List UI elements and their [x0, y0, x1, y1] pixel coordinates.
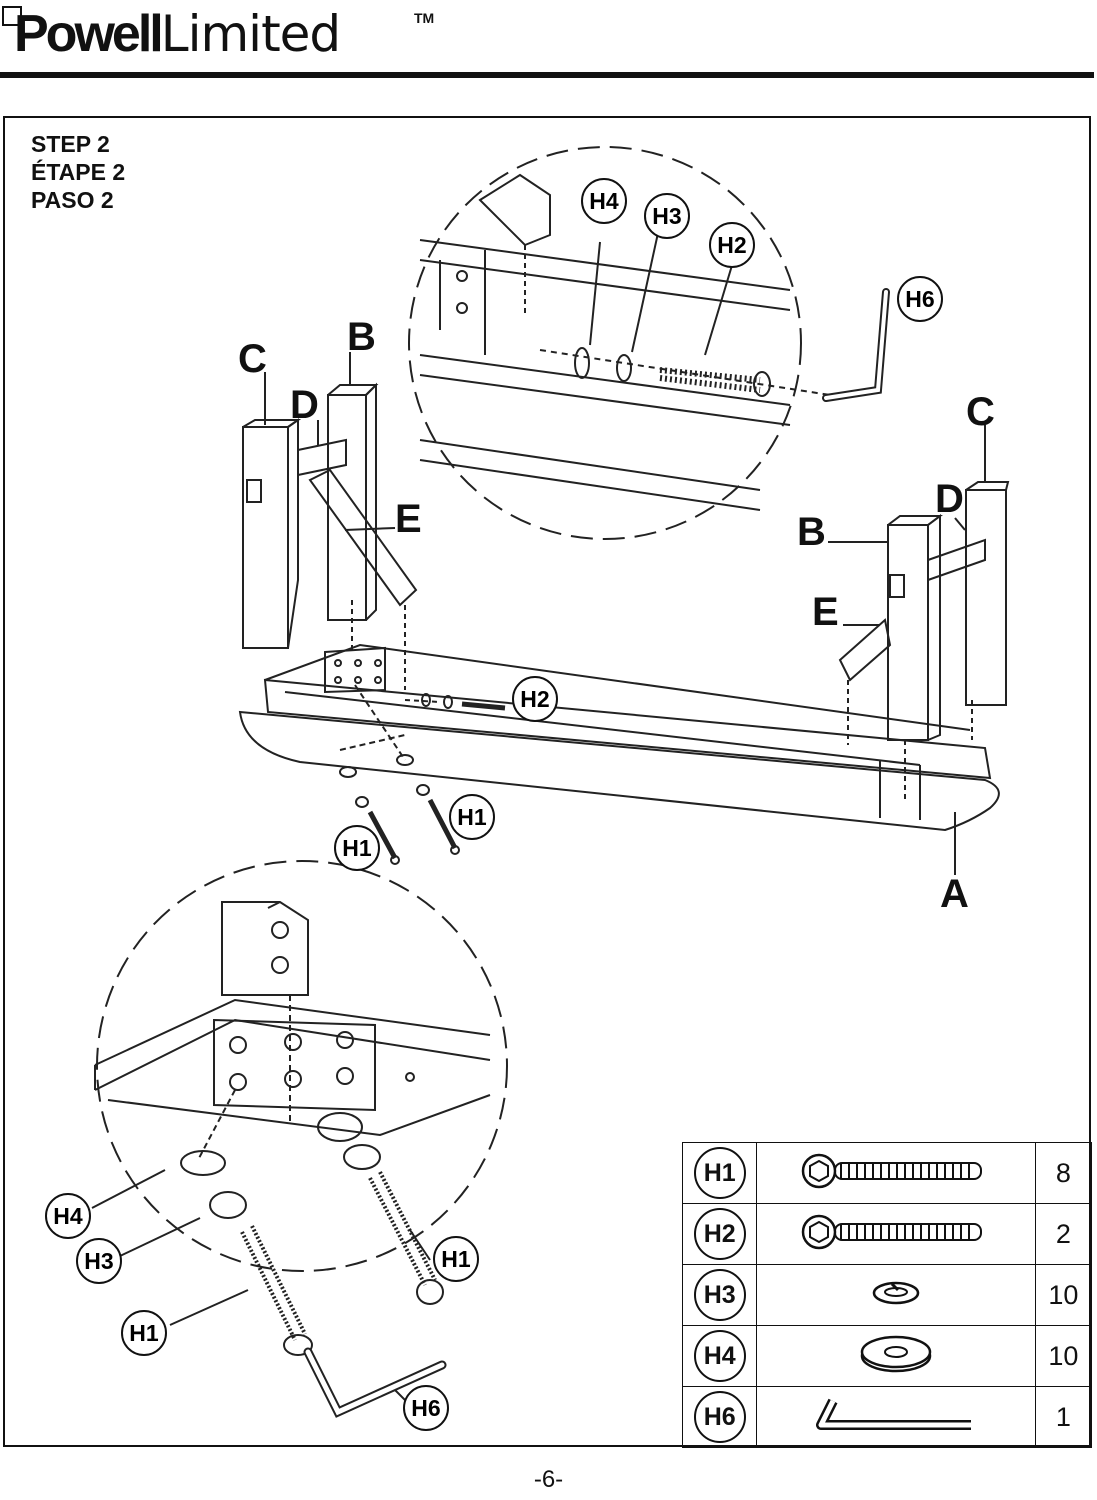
label-b-right: B [797, 510, 826, 554]
callout-h1-mid-right-text: H1 [457, 804, 487, 830]
brand-logo: PowellLimited [14, 2, 341, 66]
label-d-right: D [935, 477, 964, 521]
brand-light: Limited [160, 5, 341, 63]
callout-h1-mid-left: H1 [334, 825, 380, 871]
callout-h2-mid-text: H2 [520, 686, 549, 712]
callout-h2-top: H2 [709, 222, 755, 268]
callout-h1-mid-left-text: H1 [342, 835, 372, 861]
label-d-left: D [290, 383, 319, 427]
detail-top-frame [419, 173, 890, 511]
callout-h4-bottom-text: H4 [53, 1203, 83, 1229]
callout-h1-mid-right: H1 [449, 794, 495, 840]
part-qty: 1 [1034, 1386, 1093, 1448]
instruction-frame [3, 116, 1091, 1447]
part-code: H2 [693, 1208, 746, 1260]
detail-bottom-frame [91, 901, 491, 1418]
table-row: H6 1 [681, 1386, 1093, 1448]
part-qty: 8 [1034, 1142, 1093, 1204]
brand-bold: Powell [14, 5, 164, 63]
callout-h4-bottom: H4 [45, 1193, 91, 1239]
hardware-table: H1 8 H2 2 H3 10 H4 10 H6 1 [681, 1142, 1093, 1448]
callout-h6-top-text: H6 [905, 286, 934, 312]
callout-h2-top-text: H2 [717, 232, 746, 258]
table-row: H1 8 [681, 1142, 1093, 1204]
logo-square-icon [2, 6, 22, 26]
table-row: H4 10 [681, 1325, 1093, 1387]
part-code: H6 [693, 1391, 746, 1443]
label-b-left: B [347, 315, 376, 359]
trademark: TM [414, 10, 435, 26]
page-header: PowellLimited TM [0, 0, 1097, 80]
part-code: H4 [693, 1330, 746, 1382]
table-row: H3 10 [681, 1264, 1093, 1326]
table-row: H2 2 [681, 1203, 1093, 1265]
part-code: H1 [693, 1147, 746, 1199]
callout-h6-bottom-text: H6 [411, 1395, 440, 1421]
callout-h1-bottom-left: H1 [121, 1310, 167, 1356]
step-title-fr: ÉTAPE 2 [31, 159, 126, 185]
callout-h4-top-text: H4 [589, 188, 619, 214]
label-c-left: C [238, 337, 267, 381]
callout-h2-mid: H2 [512, 676, 558, 722]
callout-h1-bottom-right: H1 [433, 1236, 479, 1282]
callout-h3-top-text: H3 [652, 203, 681, 229]
label-e-left: E [395, 497, 422, 541]
callout-h1-bottom-right-text: H1 [441, 1246, 471, 1272]
callout-h3-top: H3 [644, 193, 690, 239]
callout-h3-bottom: H3 [76, 1238, 122, 1284]
part-qty: 2 [1034, 1203, 1093, 1265]
callout-h6-bottom: H6 [403, 1385, 449, 1431]
header-rule [0, 72, 1094, 78]
callout-h6-top: H6 [897, 276, 943, 322]
label-c-right: C [966, 390, 995, 434]
callout-h3-bottom-text: H3 [84, 1248, 113, 1274]
bolt-long-icon [756, 1142, 1036, 1204]
callouts: H4 H3 H2 H6 H2 H1 H1 H4 H3 H1 H1 H6 [45, 178, 943, 1431]
part-code: H3 [693, 1269, 746, 1321]
step-title-es: PASO 2 [31, 187, 114, 213]
detail-circle-top [408, 146, 802, 540]
bench-assembly [238, 232, 1010, 875]
callout-h1-bottom-left-text: H1 [129, 1320, 159, 1346]
step-title-en: STEP 2 [31, 131, 110, 157]
label-e-right: E [812, 590, 839, 634]
page-number: -6- [533, 1466, 564, 1493]
bolt-long-icon [756, 1203, 1036, 1265]
flat-washer-icon [756, 1325, 1036, 1387]
part-qty: 10 [1034, 1325, 1093, 1387]
allen-key-icon [756, 1386, 1036, 1448]
part-qty: 10 [1034, 1264, 1093, 1326]
label-a: A [940, 872, 969, 916]
lock-washer-icon [756, 1264, 1036, 1326]
detail-circle-bottom [96, 860, 508, 1272]
callout-h4-top: H4 [581, 178, 627, 224]
